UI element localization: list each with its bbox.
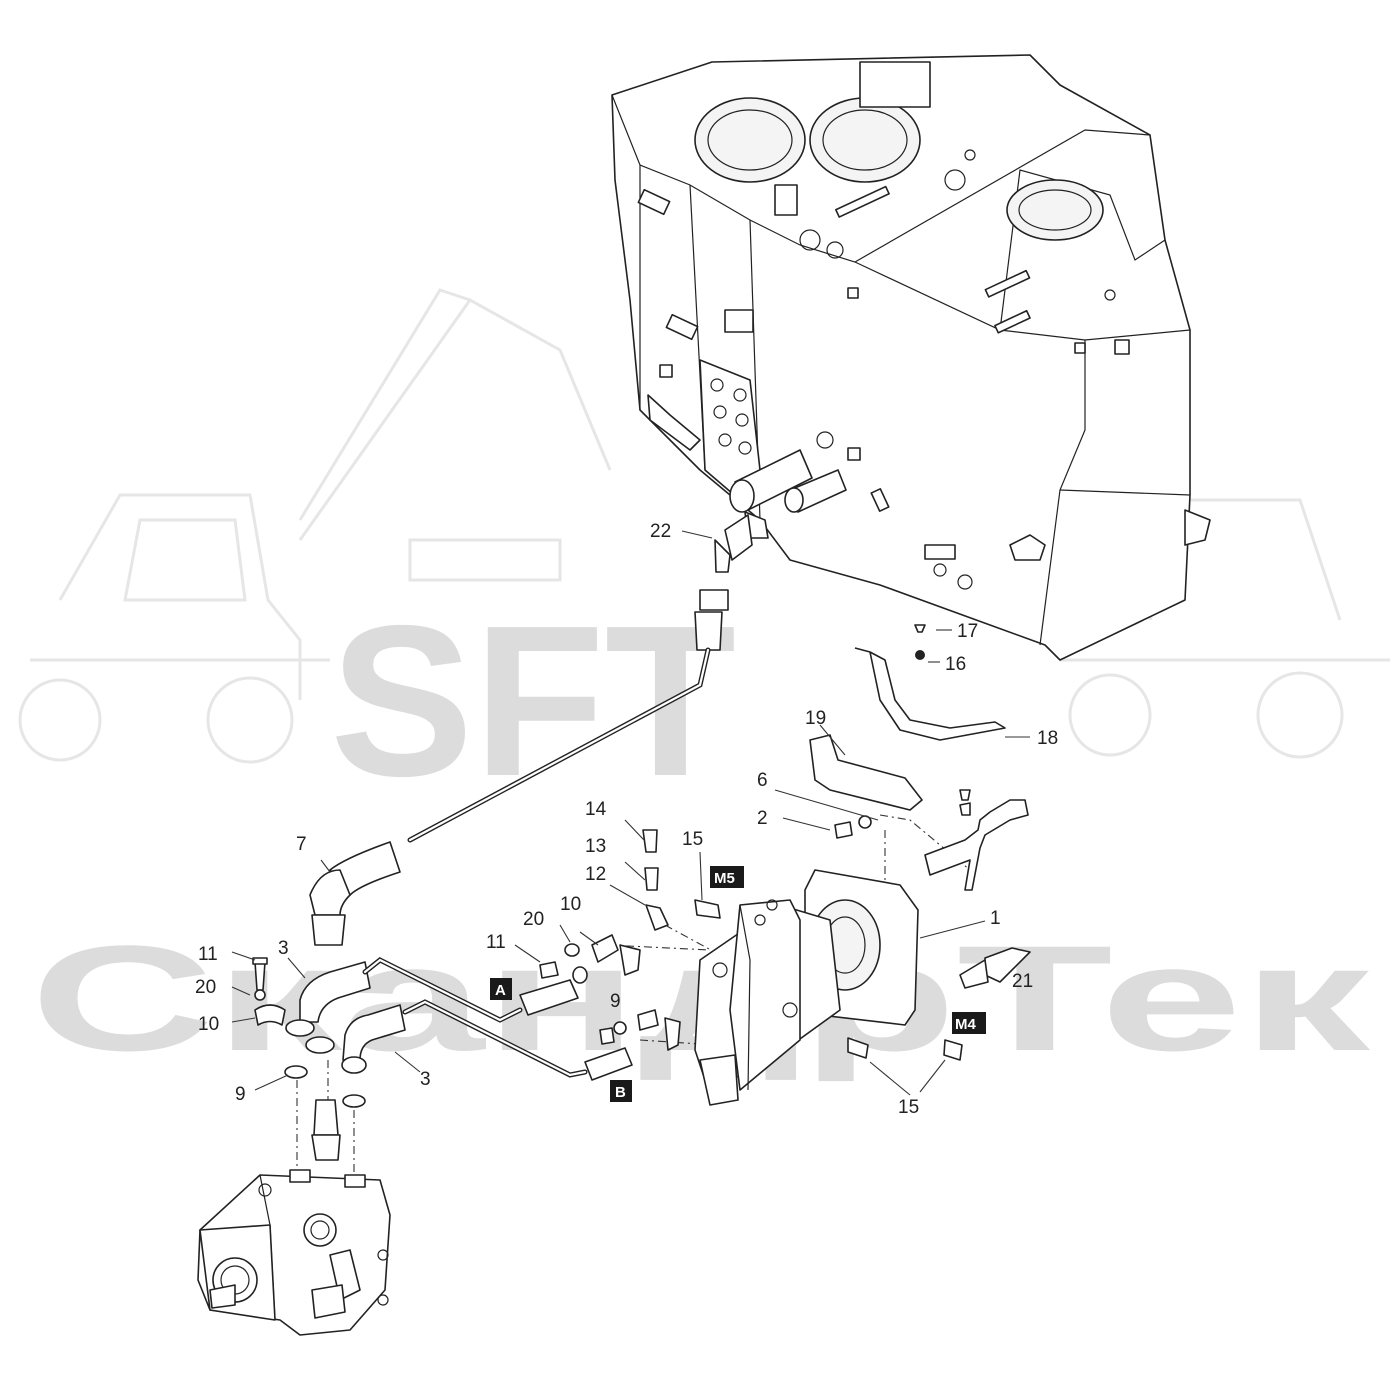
callout-10: 10: [560, 894, 581, 915]
callout-7: 7: [296, 834, 307, 855]
callout-18: 18: [1037, 728, 1058, 749]
hose-22: [407, 539, 731, 843]
callout-3: 3: [420, 1069, 431, 1090]
pump-adapter: [311, 1099, 341, 1161]
callout-20: 20: [195, 977, 216, 998]
callout-22: 22: [650, 521, 671, 542]
callout-9: 9: [610, 991, 621, 1012]
watermark-tractor-icon: [18, 493, 330, 764]
callout-19: 19: [805, 708, 826, 729]
callout-16: 16: [945, 654, 966, 675]
callout-11: 11: [198, 944, 218, 965]
callout-12: 12: [585, 864, 606, 885]
callout-10: 10: [198, 1014, 219, 1035]
callout-21: 21: [1012, 971, 1033, 992]
callout-14: 14: [585, 799, 607, 820]
hydraulic-motor: [694, 869, 919, 1106]
svg-text:M5: M5: [714, 870, 735, 887]
part-21-plug: [959, 947, 1031, 989]
port-tag-a: A: [490, 978, 512, 1000]
callout-9: 9: [235, 1084, 246, 1105]
svg-text:M4: M4: [955, 1016, 976, 1033]
port-tags: A B M5 M4: [490, 866, 986, 1102]
callout-3: 3: [278, 938, 289, 959]
frame-pipe-fittings: [724, 449, 847, 561]
port-tag-m4: M4: [952, 1012, 986, 1034]
leader-lines: [231, 530, 1030, 1096]
left-fasteners: [252, 957, 366, 1108]
callout-1: 1: [990, 908, 1001, 929]
hoses-3: [285, 957, 588, 1078]
callout-2: 2: [757, 808, 768, 829]
callout-labels: 1 2 3 3 6 7 9 9 10 10 11 11 12 13 14 15 …: [195, 521, 1058, 1118]
port-tag-b: B: [610, 1080, 632, 1102]
hose-7: [309, 841, 401, 946]
watermark-excavator-icon: [298, 288, 612, 582]
callout-15: 15: [898, 1097, 919, 1118]
callout-11: 11: [486, 932, 506, 953]
motor-fittings: [519, 815, 963, 1081]
svg-text:B: B: [615, 1084, 626, 1101]
chassis-frame: [611, 54, 1211, 661]
brackets: [809, 624, 1029, 891]
callout-17: 17: [957, 621, 978, 642]
callout-20: 20: [523, 909, 544, 930]
svg-text:A: A: [495, 982, 506, 999]
hydraulic-pump: [197, 1169, 391, 1336]
port-tag-m5: M5: [710, 866, 744, 888]
callout-15: 15: [682, 829, 703, 850]
callout-13: 13: [585, 836, 606, 857]
callout-6: 6: [757, 770, 768, 791]
